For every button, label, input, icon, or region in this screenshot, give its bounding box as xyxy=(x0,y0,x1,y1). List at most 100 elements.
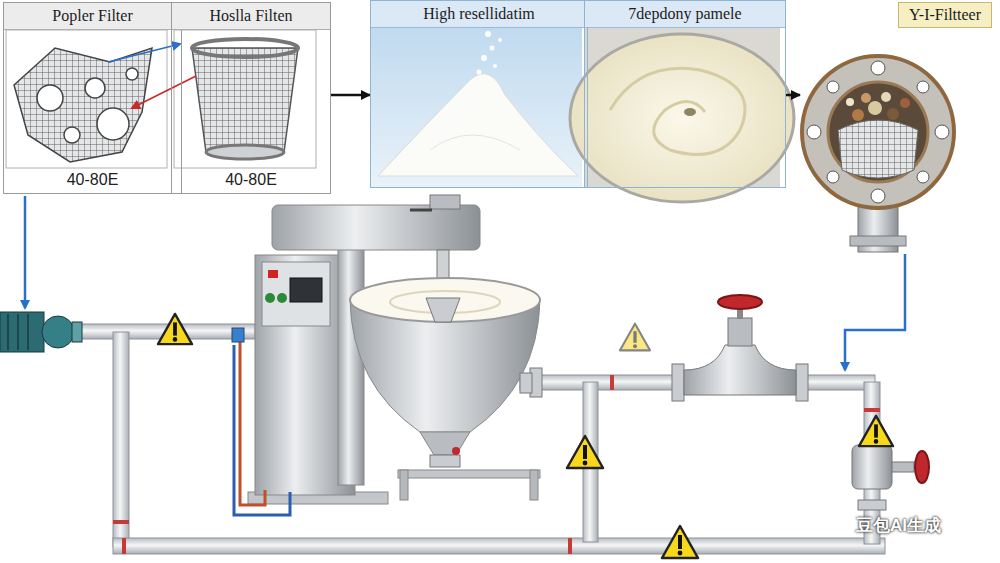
filter-panels xyxy=(3,2,319,194)
bolt-hole xyxy=(871,189,885,203)
panel-ground xyxy=(3,2,170,194)
flange xyxy=(802,56,954,208)
stand-leg xyxy=(530,470,538,500)
cable xyxy=(240,340,265,505)
pipe xyxy=(113,538,885,554)
basket-mesh xyxy=(192,48,298,152)
neck-flange xyxy=(850,236,906,246)
pump-motor xyxy=(0,312,44,352)
handwheel xyxy=(915,451,929,483)
valve-stem xyxy=(892,462,914,472)
photo-panel: 7depdony pamele xyxy=(584,0,786,188)
debris xyxy=(861,93,871,103)
watermark: 豆包AI生成 xyxy=(856,514,941,537)
motor-rib xyxy=(27,314,29,350)
photo-panel: High resellidatim xyxy=(370,0,588,188)
pump-volute xyxy=(42,316,74,348)
motor-rib xyxy=(7,314,9,350)
arm-lever xyxy=(410,209,432,212)
debris xyxy=(900,98,910,108)
warning-sign xyxy=(620,324,650,351)
tank-stand xyxy=(398,470,540,478)
pipe-flange xyxy=(796,364,808,401)
debris xyxy=(868,101,882,115)
filter-bore xyxy=(828,82,928,182)
screen xyxy=(290,278,322,302)
filter-screen xyxy=(838,120,918,178)
pipe-band xyxy=(610,375,614,390)
panel-heading: High resellidatim xyxy=(371,1,587,28)
slurry-bowl xyxy=(570,34,794,202)
panel-ground xyxy=(171,2,319,194)
button xyxy=(277,293,287,303)
mixer-arm xyxy=(272,205,480,250)
mixer-head xyxy=(426,298,460,322)
panel-heading: 7depdony pamele xyxy=(585,1,785,28)
bolt-hole xyxy=(807,125,821,139)
flow-line xyxy=(845,254,905,370)
pipework xyxy=(60,295,929,554)
y-filter-photo xyxy=(802,56,954,252)
powder-grain xyxy=(485,31,491,37)
filter-callout: Y-I-Filtteer xyxy=(800,2,996,252)
valve-knob xyxy=(452,447,460,455)
mesh-rating: 40-80E xyxy=(4,171,181,189)
pump xyxy=(0,312,82,352)
tank-cone xyxy=(420,432,470,455)
powder-shade xyxy=(430,135,520,150)
image-frame xyxy=(6,30,167,168)
warning-sign xyxy=(158,314,192,344)
mesh-rating: 40-80E xyxy=(172,171,330,189)
powder-grain xyxy=(498,38,502,42)
indicator-light xyxy=(268,270,278,278)
flow-line xyxy=(24,196,27,308)
mesh-hole xyxy=(126,68,138,80)
mixer-machine xyxy=(232,195,540,515)
flow-arrow xyxy=(331,94,370,97)
warning-sign xyxy=(567,436,603,468)
mesh-hole xyxy=(64,127,80,143)
control-panel xyxy=(262,262,330,326)
powder-grain xyxy=(493,64,497,68)
panel-heading: Hoslla Filten xyxy=(172,3,330,30)
bolt-hole xyxy=(935,125,949,139)
swirl xyxy=(610,68,745,154)
pipe-flange xyxy=(672,364,684,401)
leader-arrow xyxy=(132,76,196,108)
mesh-hole xyxy=(85,78,105,98)
warning-sign xyxy=(859,416,893,446)
bolt-hole xyxy=(827,171,839,183)
cable xyxy=(234,345,290,515)
basket-base xyxy=(206,145,284,159)
debris xyxy=(887,108,899,120)
debris xyxy=(846,98,854,106)
mesh-hole xyxy=(37,85,63,111)
powder-grain xyxy=(481,55,487,61)
torn-mesh xyxy=(14,48,152,162)
warning-sign xyxy=(662,526,698,558)
pipe-flange xyxy=(858,500,886,510)
motor-rib xyxy=(17,314,19,350)
pipe-band xyxy=(864,408,880,412)
pipe xyxy=(60,324,255,339)
bolt-hole xyxy=(871,61,885,75)
debris xyxy=(881,92,891,102)
arm-cap xyxy=(430,195,460,209)
leader-arrow xyxy=(108,44,180,62)
filter-panel: Popler Filter 40-80E xyxy=(3,2,182,194)
panel-heading: Popler Filter xyxy=(4,3,181,30)
bolt-hole xyxy=(917,81,929,93)
tank-slurry xyxy=(350,278,540,322)
flow-arrow xyxy=(786,94,800,97)
powder-grain xyxy=(490,46,495,51)
powder-grain xyxy=(477,70,482,75)
image-frame xyxy=(174,30,316,168)
pipe-band xyxy=(568,538,572,554)
tank-nozzle xyxy=(520,373,532,393)
pipe-band xyxy=(122,538,126,554)
pipe xyxy=(113,332,129,547)
debris xyxy=(852,109,864,121)
gate-valve xyxy=(684,345,796,395)
